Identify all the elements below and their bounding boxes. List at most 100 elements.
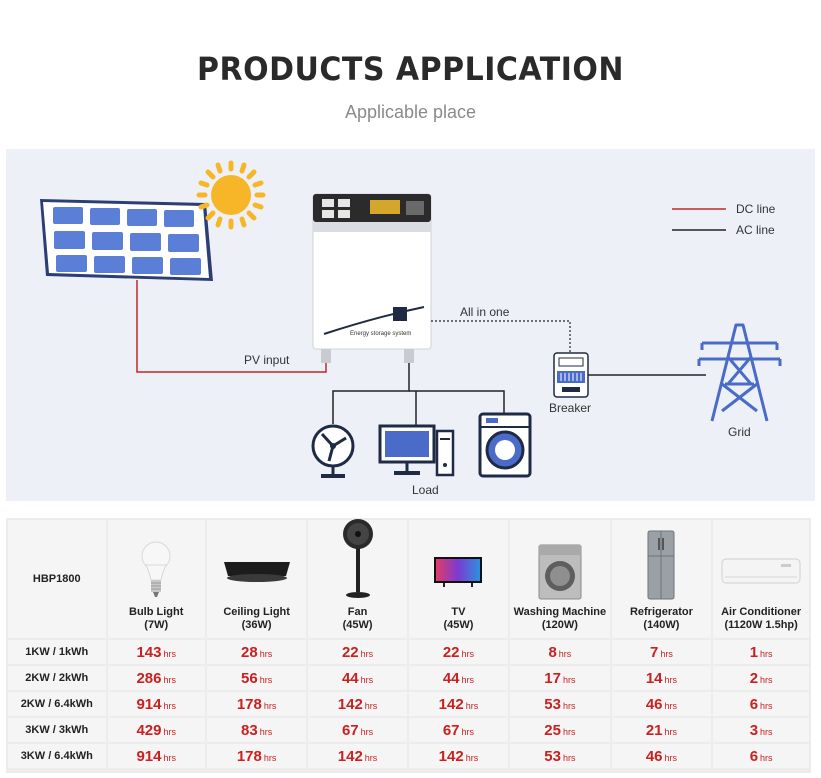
- runtime-unit: hrs: [461, 674, 475, 685]
- column-power: (45W): [443, 619, 474, 631]
- column-power: (1120W 1.5hp): [724, 619, 798, 631]
- application-diagram: Energy storage system: [6, 149, 815, 501]
- runtime-value: 286: [136, 669, 162, 687]
- runtime-value: 28: [241, 643, 258, 661]
- runtime-unit: hrs: [259, 726, 273, 737]
- row-label: 3KW / 3kWh: [8, 718, 106, 742]
- runtime-unit: hrs: [760, 648, 773, 659]
- runtime-value: 83: [241, 721, 258, 739]
- solar-panel-icon: [40, 199, 213, 281]
- runtime-value: 429: [136, 721, 162, 739]
- breaker-icon: [553, 352, 589, 398]
- load-line-fan: [332, 363, 410, 424]
- runtime-value: 178: [236, 695, 262, 713]
- bulb-icon: [141, 541, 171, 597]
- sun-icon: [196, 160, 266, 230]
- column-name: Washing Machine: [513, 606, 607, 618]
- runtime-value: 2: [749, 669, 759, 687]
- runtime-unit: hrs: [760, 726, 773, 737]
- runtime-unit: hrs: [660, 648, 673, 659]
- grid-label: Grid: [728, 425, 751, 439]
- runtime-value: 22: [341, 643, 359, 661]
- column-name: Ceiling Light: [223, 606, 290, 618]
- load-computer-icon: [378, 424, 455, 477]
- runtime-value: 6: [749, 747, 759, 765]
- runtime-value: 142: [337, 747, 363, 765]
- washing-machine-icon: [538, 544, 582, 600]
- runtime-value: 142: [438, 747, 464, 765]
- runtime-table: HBP1800 Bulb Light (7W): [6, 518, 811, 773]
- runtime-unit: hrs: [760, 674, 773, 685]
- row-label: 1KW / 1kWh: [8, 640, 106, 664]
- runtime-value: 46: [645, 695, 663, 713]
- column-header: Ceiling Light (36W): [206, 520, 307, 638]
- row-label: 2KW / 6.4kWh: [8, 692, 106, 716]
- column-header: TV (45W): [408, 520, 509, 638]
- dc-line: [136, 280, 327, 373]
- column-power: (36W): [241, 619, 272, 631]
- refrigerator-icon: [647, 530, 675, 600]
- runtime-unit: hrs: [664, 752, 678, 763]
- column-header: Fan (45W): [308, 519, 407, 638]
- column-name: Fan: [347, 606, 368, 618]
- runtime-unit: hrs: [562, 726, 576, 737]
- legend-ac-label: AC line: [736, 223, 775, 237]
- runtime-value: 3: [749, 721, 759, 739]
- runtime-unit: hrs: [163, 726, 176, 737]
- runtime-unit: hrs: [562, 674, 576, 685]
- runtime-unit: hrs: [259, 648, 273, 659]
- column-header: Refrigerator (140W): [611, 520, 712, 638]
- runtime-value: 142: [337, 695, 363, 713]
- tv-icon: [434, 557, 483, 587]
- legend-dc-label: DC line: [736, 202, 776, 216]
- load-fan-icon: [311, 424, 355, 478]
- runtime-unit: hrs: [664, 674, 678, 685]
- runtime-value: 22: [442, 643, 460, 661]
- runtime-unit: hrs: [263, 752, 277, 763]
- diagram-drawing: Energy storage system: [40, 160, 782, 478]
- runtime-value: 53: [544, 747, 561, 765]
- runtime-value: 46: [645, 747, 663, 765]
- runtime-unit: hrs: [364, 700, 378, 711]
- column-header: Bulb Light (7W): [107, 520, 205, 638]
- load-label: Load: [412, 483, 439, 497]
- column-name: TV: [451, 606, 466, 618]
- runtime-unit: hrs: [562, 700, 576, 711]
- column-name: Air Conditioner: [721, 606, 802, 618]
- page-title: PRODUCTS APPLICATION: [197, 50, 624, 89]
- runtime-value: 7: [650, 643, 659, 661]
- runtime-unit: hrs: [259, 674, 273, 685]
- page-subtitle: Applicable place: [344, 102, 477, 122]
- all-in-one-label: All in one: [460, 305, 510, 319]
- runtime-unit: hrs: [461, 648, 475, 659]
- row-label: 3KW / 6.4kWh: [8, 744, 106, 768]
- runtime-unit: hrs: [360, 726, 374, 737]
- load-washing-machine-icon: [478, 412, 532, 478]
- column-header: Washing Machine (120W): [510, 520, 610, 638]
- runtime-unit: hrs: [364, 752, 378, 763]
- runtime-unit: hrs: [760, 700, 773, 711]
- runtime-value: 21: [645, 721, 663, 739]
